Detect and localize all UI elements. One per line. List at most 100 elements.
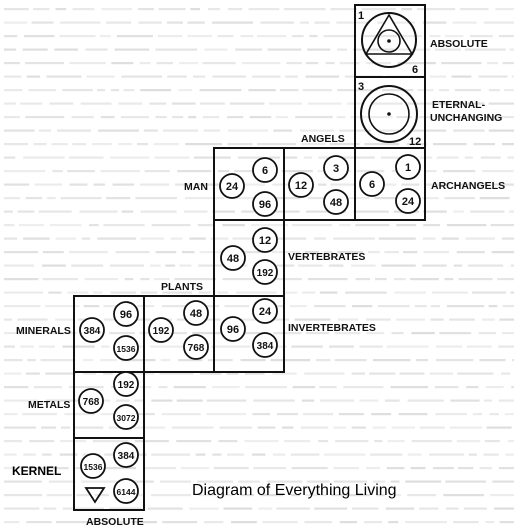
background-text-word (319, 386, 337, 389)
background-text-word (100, 413, 115, 416)
background-text-word (226, 372, 239, 375)
background-text-word (376, 494, 385, 497)
background-text-word (284, 8, 326, 11)
background-text-word (464, 156, 473, 159)
background-text-word (101, 8, 132, 11)
background-text-word (25, 116, 65, 119)
background-text-word (151, 224, 191, 227)
background-text-word (48, 291, 62, 294)
background-text-word (4, 116, 20, 119)
background-text-word (217, 291, 229, 294)
background-text-word (83, 359, 94, 362)
background-text-word (251, 224, 289, 227)
background-text-word (366, 332, 385, 335)
background-text-word (405, 480, 442, 483)
background-text-word (150, 264, 161, 267)
background-text-word (405, 521, 447, 524)
background-text-word (292, 224, 332, 227)
background-text-word (165, 332, 187, 335)
background-text-word (100, 116, 115, 119)
background-text-word (195, 318, 221, 321)
background-text-word (179, 62, 199, 65)
background-text-word (328, 264, 344, 267)
background-text-word (504, 413, 514, 416)
background-text-word (171, 426, 214, 429)
background-text-word (120, 116, 149, 119)
invertebrates-bottom: 384 (257, 341, 274, 352)
background-text-word (498, 467, 514, 470)
background-text-word (269, 102, 302, 105)
background-text-word (200, 102, 225, 105)
background-text-word (334, 332, 361, 335)
background-text-word (92, 440, 129, 443)
background-text-word (401, 35, 422, 38)
background-text-word (443, 170, 476, 173)
background-text-word (335, 440, 369, 443)
background-text-word (224, 305, 250, 308)
background-text-word (128, 480, 154, 483)
background-text-word (331, 494, 371, 497)
background-text-word (314, 21, 330, 24)
background-text-word (329, 143, 360, 146)
background-text-word (422, 237, 436, 240)
background-text-word (295, 116, 333, 119)
background-text-word (336, 116, 346, 119)
background-text-word (488, 89, 500, 92)
background-text-word (223, 507, 253, 510)
background-text-word (432, 467, 454, 470)
background-text-word (46, 494, 73, 497)
background-text-word (425, 183, 450, 186)
background-text-word (371, 413, 392, 416)
background-text-word (17, 210, 35, 213)
label-eternal-line-2: UNCHANGING (430, 112, 502, 124)
background-text-word (436, 345, 463, 348)
background-text-word (406, 143, 427, 146)
kernel-center: 1536 (84, 462, 103, 472)
background-text-word (449, 426, 482, 429)
background-text-word (111, 62, 134, 65)
background-text-word (227, 129, 269, 132)
background-text-word (262, 278, 302, 281)
background-text-word (228, 251, 265, 254)
background-text-word (103, 224, 145, 227)
background-text-word (323, 453, 366, 456)
background-text-word (375, 278, 387, 281)
background-text-word (231, 521, 257, 524)
cell-kernel (73, 437, 145, 511)
background-text-word (183, 210, 208, 213)
background-text-word (49, 480, 76, 483)
background-text-word (20, 345, 34, 348)
background-text-word (365, 467, 381, 470)
background-text-word (333, 480, 368, 483)
background-text-word (132, 453, 147, 456)
background-text-word (89, 224, 99, 227)
background-text-word (314, 305, 346, 308)
background-text-word (489, 413, 499, 416)
background-text-word (144, 170, 170, 173)
background-text-word (158, 8, 186, 11)
background-text-word (227, 116, 244, 119)
background-text-word (240, 35, 254, 38)
background-text-word (511, 386, 514, 389)
background-text-word (356, 170, 385, 173)
background-text-word (429, 453, 465, 456)
background-text-word (498, 35, 514, 38)
background-text-word (378, 129, 406, 132)
background-text-word (194, 183, 219, 186)
man-top: 6 (262, 165, 268, 177)
background-text-word (207, 8, 220, 11)
background-text-word (79, 210, 118, 213)
background-text-word (394, 278, 406, 281)
angels-top: 3 (333, 163, 339, 175)
background-text-word (178, 89, 193, 92)
background-text-word (352, 48, 395, 51)
background-text-word (131, 521, 157, 524)
background-text-word (210, 237, 229, 240)
background-text-word (140, 183, 170, 186)
background-text-word (173, 386, 206, 389)
background-text-word (502, 305, 514, 308)
background-text-word (147, 507, 183, 510)
background-text-word (374, 197, 400, 200)
background-text-word (292, 35, 304, 38)
background-text-word (407, 453, 422, 456)
